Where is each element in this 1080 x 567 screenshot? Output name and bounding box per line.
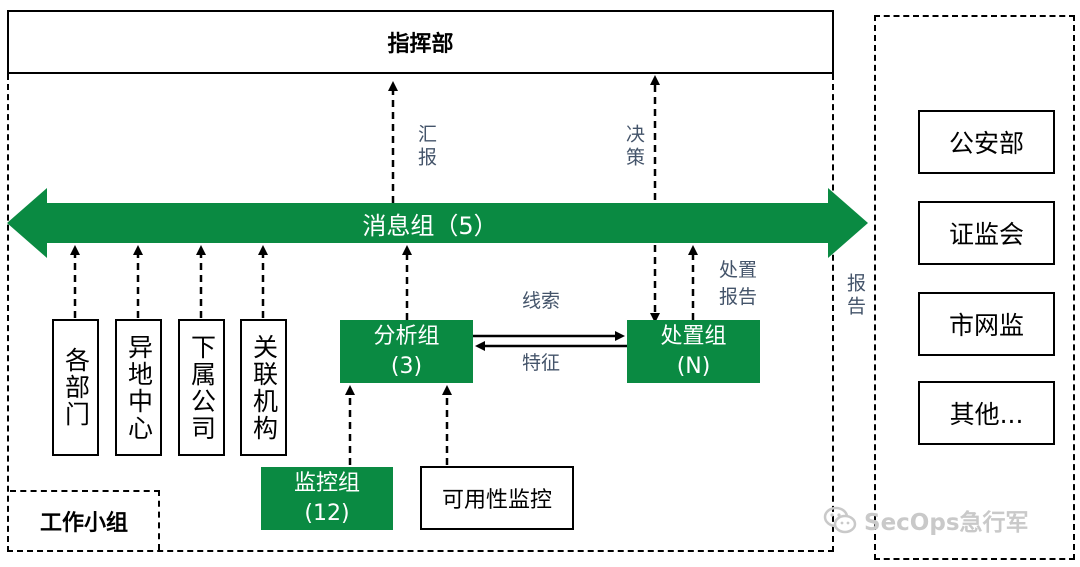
external-ministry-public-security: 公安部 [918, 110, 1055, 174]
disposal-group-name: 处置组 [660, 323, 727, 349]
wechat-icon [823, 506, 857, 534]
message-group-label: 消息组（5） [362, 211, 498, 240]
external-securities-commission: 证监会 [918, 201, 1055, 265]
watermark-text: SecOps急行军 [864, 510, 1029, 536]
command-box: 指挥部 [7, 10, 834, 74]
message-group-banner [7, 188, 868, 258]
source-box-subsidiaries: 下属公司 [178, 319, 225, 456]
feature-note: 特征 [522, 352, 561, 374]
external-city-cyber-police: 市网监 [918, 292, 1055, 356]
source-box-affiliates: 关联机构 [240, 319, 287, 456]
clue-note: 线索 [522, 290, 561, 312]
external-others: 其他... [918, 381, 1055, 445]
workgroup-label: 工作小组 [10, 490, 160, 550]
source-box-remote-center: 异地中心 [115, 319, 162, 456]
report-note: 报告 [844, 273, 866, 319]
workgroup-frame [7, 74, 834, 552]
monitor-group-name: 监控组 [293, 470, 360, 496]
external-frame [874, 15, 1075, 560]
analysis-group-box: 分析组 (3) [340, 320, 473, 383]
decision-note: 决策 [623, 124, 645, 170]
disposal-report-note: 处置报告 [719, 259, 758, 308]
summary-note: 汇报 [415, 124, 437, 170]
monitor-group-box: 监控组 (12) [261, 467, 393, 530]
analysis-group-count: (3) [390, 353, 423, 379]
disposal-group-box: 处置组 (N) [627, 320, 760, 383]
availability-monitor-box: 可用性监控 [420, 466, 574, 530]
disposal-group-count: (N) [676, 353, 711, 379]
source-box-departments: 各部门 [52, 319, 99, 456]
monitor-group-count: (12) [304, 500, 350, 526]
analysis-group-name: 分析组 [373, 323, 440, 349]
watermark: SecOps急行军 [822, 503, 1072, 537]
